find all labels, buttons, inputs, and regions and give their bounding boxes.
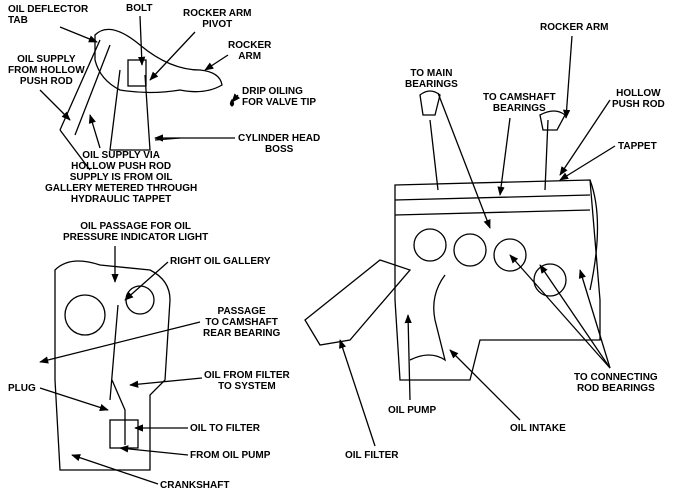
leader-plug <box>39 387 109 411</box>
leader-hollow-push-rod <box>559 99 611 176</box>
leader-oil-supply-via <box>88 114 101 149</box>
label-oil-filter: OIL FILTER <box>345 450 399 461</box>
label-oil-supply-hollow: OIL SUPPLY FROM HOLLOW PUSH ROD <box>8 54 85 87</box>
leader-right-oil-gallery <box>124 261 169 301</box>
label-drip-oiling: DRIP OILING FOR VALVE TIP <box>242 86 317 108</box>
label-oil-passage: OIL PASSAGE FOR OIL PRESSURE INDICATOR L… <box>63 221 209 243</box>
leader-conrod-3 <box>509 254 611 369</box>
label-right-oil-gallery: RIGHT OIL GALLERY <box>170 256 271 267</box>
label-hollow-push-rod: HOLLOW PUSH ROD <box>612 88 665 110</box>
leader-oil-intake <box>449 349 521 421</box>
engine-cutaway-illustration <box>304 90 601 381</box>
label-oil-deflector-tab: OIL DEFLECTOR TAB <box>8 4 89 26</box>
label-passage-camshaft: PASSAGE TO CAMSHAFT REAR BEARING <box>203 306 281 339</box>
leader-rocker-arm-left <box>204 54 229 71</box>
cylinder-block-section <box>54 260 171 471</box>
rocker-arm-illustration <box>59 28 235 171</box>
leader-drip-oiling <box>231 93 241 103</box>
leader-conrod-2 <box>578 269 611 369</box>
leader-oil-supply-hollow <box>39 89 71 121</box>
label-to-connecting-rod: TO CONNECTING ROD BEARINGS <box>574 372 658 394</box>
leader-rocker-arm-right <box>562 35 573 119</box>
leader-rocker-arm-pivot <box>149 31 196 81</box>
label-oil-intake: OIL INTAKE <box>510 423 566 434</box>
label-cylinder-head-boss: CYLINDER HEAD BOSS <box>238 133 321 155</box>
label-tappet: TAPPET <box>618 141 657 152</box>
label-bolt: BOLT <box>126 3 153 14</box>
leader-conrod-1 <box>539 264 611 369</box>
label-crankshaft: CRANKSHAFT <box>160 480 230 491</box>
label-to-main-bearings: TO MAIN BEARINGS <box>405 68 458 90</box>
label-rocker-arm-pivot: ROCKER ARM PIVOT <box>183 8 252 30</box>
leader-lines <box>39 15 616 485</box>
label-plug: PLUG <box>8 383 36 394</box>
label-rocker-arm-right: ROCKER ARM <box>540 22 609 33</box>
leader-oil-from-filter <box>129 377 203 388</box>
leader-bolt <box>138 15 146 66</box>
leader-to-main-bearings <box>437 92 491 229</box>
label-oil-from-filter: OIL FROM FILTER TO SYSTEM <box>204 370 290 392</box>
label-to-camshaft-bearings: TO CAMSHAFT BEARINGS <box>483 92 556 114</box>
leader-passage-camshaft <box>39 321 201 364</box>
leader-oil-deflector-tab <box>59 26 98 43</box>
label-rocker-arm-left: ROCKER ARM <box>228 40 272 62</box>
leader-from-oil-pump <box>119 445 189 456</box>
label-oil-supply-via: OIL SUPPLY VIA HOLLOW PUSH ROD SUPPLY IS… <box>45 150 198 205</box>
leader-crankshaft <box>71 454 159 485</box>
leader-oil-filter <box>339 339 376 447</box>
label-from-oil-pump: FROM OIL PUMP <box>190 450 271 461</box>
label-oil-to-filter: OIL TO FILTER <box>190 423 260 434</box>
leader-oil-pump <box>404 314 412 401</box>
label-oil-pump: OIL PUMP <box>388 405 437 416</box>
leader-tappet <box>559 145 616 181</box>
leader-to-camshaft-bearings <box>497 117 511 196</box>
